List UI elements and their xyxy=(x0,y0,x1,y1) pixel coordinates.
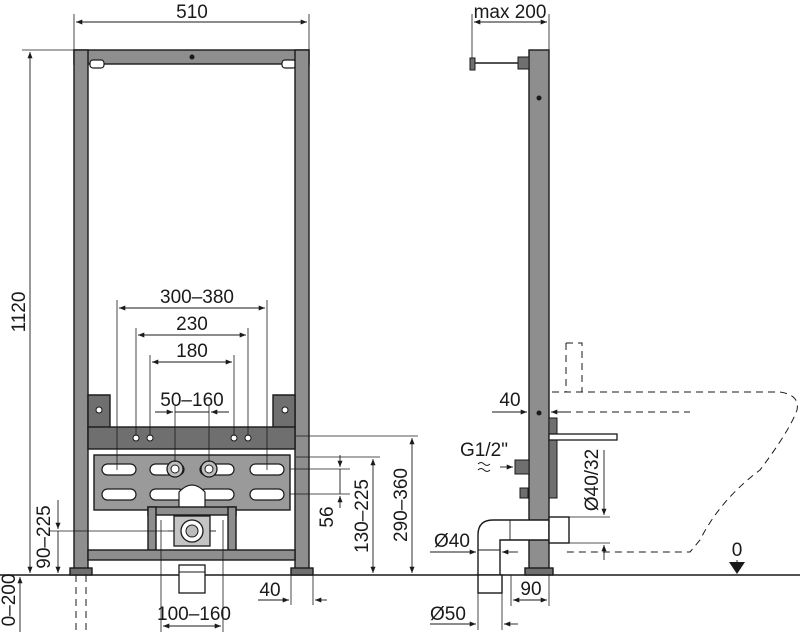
drain-pipe-front xyxy=(178,564,206,594)
height-label: 1120 xyxy=(9,292,30,333)
drain-pipe-label: Ø50 xyxy=(430,604,466,625)
frame-left-upright xyxy=(73,49,89,571)
plate-slot-5 xyxy=(101,488,137,501)
water-connection-right-core xyxy=(204,464,214,474)
foot-right xyxy=(290,567,314,576)
drain-height-label: 90–225 xyxy=(34,505,55,568)
depth-label: max 200 xyxy=(474,2,547,23)
top-rail-mark xyxy=(189,54,195,60)
pipe-label: Ø40 xyxy=(434,531,470,552)
plate-slot-8 xyxy=(249,488,285,501)
leg-extension-label: 0–200 xyxy=(0,574,20,627)
plate-cutout xyxy=(178,484,206,511)
bracket-hole-right xyxy=(281,406,289,414)
slot-spacing-label: 56 xyxy=(317,506,338,527)
connection-span-label: 50–160 xyxy=(160,390,223,411)
drain-bracket-left xyxy=(147,506,157,553)
floor-level-marker-icon xyxy=(729,562,745,574)
foot-left xyxy=(69,567,93,576)
bidet-tap-outline xyxy=(565,342,583,392)
drain-bracket-right xyxy=(227,506,237,553)
drain-elbow xyxy=(477,519,550,576)
bracket-hole-left xyxy=(95,406,103,414)
drain-span-label: 100–160 xyxy=(157,604,231,625)
span-outer-label: 300–380 xyxy=(160,287,234,308)
side-frame-column xyxy=(528,49,550,571)
connection-height-label: 130–225 xyxy=(352,479,373,553)
cross-beam xyxy=(87,426,296,450)
top-rail-slot-right xyxy=(281,59,297,69)
floor-level-label: 0 xyxy=(732,540,743,561)
side-column-hole-top xyxy=(536,95,542,101)
floor-offset-label: 90 xyxy=(520,579,541,600)
water-flow-icon xyxy=(477,462,491,472)
water-inlet-fitting xyxy=(514,459,530,475)
drain-bracket-bar xyxy=(147,506,237,516)
frame-bottom-rail xyxy=(87,549,296,561)
support-bar xyxy=(548,433,618,441)
bidet-outline xyxy=(552,391,798,553)
frame-right-upright xyxy=(294,49,310,571)
offset-label: 40 xyxy=(499,390,520,411)
water-connection-left-core xyxy=(170,464,180,474)
thread-label: G1/2" xyxy=(460,440,508,461)
span-inner-label: 180 xyxy=(176,341,208,362)
plate-slot-1 xyxy=(101,463,137,476)
width-label: 510 xyxy=(176,2,208,23)
drain-outlet-sleeve xyxy=(548,516,570,544)
foot-offset-label: 40 xyxy=(259,580,280,601)
side-column-hole-mid xyxy=(536,410,542,416)
drain-opening-core xyxy=(185,524,199,538)
drain-pipe-side xyxy=(477,574,503,594)
span-mid-label: 230 xyxy=(176,314,208,335)
side-foot xyxy=(524,567,554,576)
top-rail-slot-left xyxy=(89,59,105,69)
side-clip xyxy=(519,487,529,499)
outlet-label: Ø40/32 xyxy=(582,449,603,511)
bolt-height-label: 290–360 xyxy=(391,468,412,542)
side-view: max 200 40 G1/2" Ø40/32 Ø40 xyxy=(430,2,798,630)
depth-rod-clamp xyxy=(517,56,530,70)
depth-rod-end xyxy=(469,57,476,71)
side-column-plate xyxy=(548,417,558,499)
